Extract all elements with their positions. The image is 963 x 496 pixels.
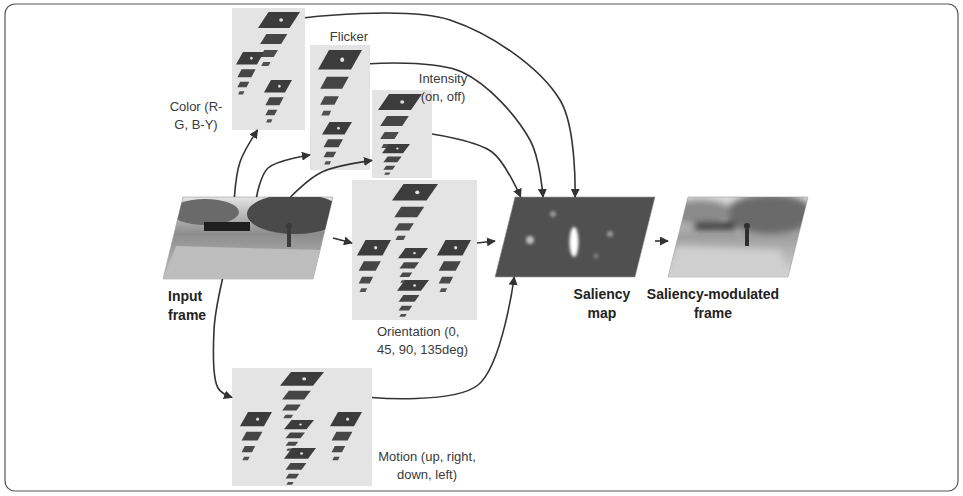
tree-shape [670,200,730,224]
image-frame [163,197,333,279]
frame-label: Saliency-modulated frame [638,285,788,323]
flow-arrow [370,63,543,197]
feature-pyramid [437,240,471,292]
tree-shape [247,194,343,234]
road-shape [668,246,788,277]
feature-panel: Color (R-G, B-Y) [232,8,305,130]
feature-label: Orientation (0, 45, 90, 135deg) [377,323,481,359]
saliency-blob [526,236,534,244]
saliency-blob [607,231,613,237]
flow-arrow [477,241,495,243]
feature-label: Color (R-G, B-Y) [164,98,228,134]
feature-pyramid [284,448,316,485]
feature-pyramid [330,412,362,460]
flow-arrow [372,277,514,399]
modulated-frame: Saliency-modulated frame [668,197,808,277]
feature-label: Motion (up, right, down, left) [372,448,482,484]
sign-shape [695,222,735,230]
feature-pyramid [318,50,362,116]
frame-label: Saliency map [567,285,637,323]
flow-arrow [432,134,521,197]
saliency-map: Saliency map [495,197,655,277]
feature-pyramid [378,94,422,148]
parallelogram-outline [495,197,655,277]
feature-label: Flicker [324,28,374,46]
image-frame [668,197,808,277]
feature-pyramid [236,52,264,94]
person-shape [287,229,291,247]
feature-pyramid [397,280,429,317]
flow-arrow [305,13,575,197]
feature-pyramid [240,412,272,460]
parallelogram-outline [163,197,333,279]
tree-shape [726,194,814,234]
input-photo [163,194,343,279]
modulated-photo [668,194,814,277]
feature-label: Intensity (on, off) [412,70,474,106]
frame-label: Input frame [168,287,228,325]
saliency-blob [594,254,598,258]
input-frame: Input frame [163,197,333,279]
tree-shape [171,199,239,225]
flow-arrow [333,238,352,243]
feature-pyramid [398,248,428,283]
feature-pyramid [280,372,324,418]
feature-panel: Motion (up, right, down, left) [232,368,372,486]
feature-pyramid [382,144,410,175]
feature-pyramid [392,184,438,240]
flow-arrow [213,279,232,398]
person-shape [744,223,750,229]
feature-pyramid [322,122,352,164]
person-shape [286,223,292,229]
outer-frame [5,4,958,491]
parallelogram-outline [668,197,808,277]
road-shape [163,246,333,279]
flow-arrow [257,155,311,197]
feature-panel: Orientation (0, 45, 90, 135deg) [352,180,477,320]
saliency-blobs [526,211,613,258]
person-shape [745,229,749,246]
feature-panel: Flicker [310,45,370,170]
flow-arrow [655,240,668,242]
saliency-blob [550,211,556,217]
feature-pyramid [264,80,292,122]
feature-pyramid [284,420,314,451]
saliency-blob [570,227,579,257]
feature-pyramid [258,12,300,66]
sign-shape [204,222,250,231]
flow-arrow [291,160,373,197]
feature-panel: Intensity (on, off) [372,90,432,178]
image-frame [495,197,655,277]
feature-pyramid [357,240,391,292]
flow-arrow [234,130,257,197]
